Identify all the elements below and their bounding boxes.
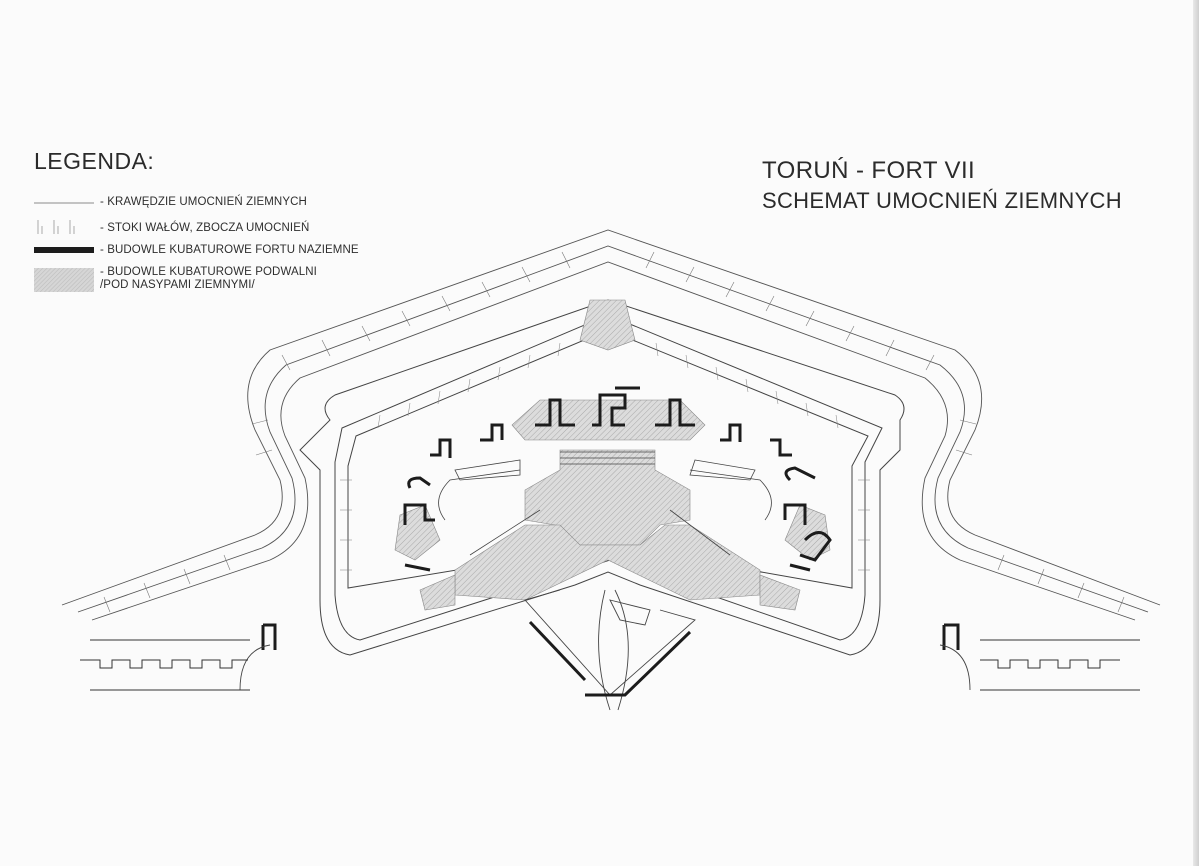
legend-item-aboveground-buildings: - BUDOWLE KUBATUROWE FORTU NAZIEMNE (34, 242, 454, 268)
page-edge-shadow (1193, 0, 1199, 866)
legend-label: - BUDOWLE KUBATUROWE PODWALNI /POD NASYP… (100, 266, 317, 291)
ditch-outline (299, 299, 905, 656)
rampart-slope-ticks (340, 342, 870, 571)
legend-label: - STOKI WAŁÓW, ZBOCZA UMOCNIEŃ (100, 222, 310, 234)
title-block: TORUŃ - FORT VII SCHEMAT UMOCNIEŃ ZIEMNY… (762, 157, 1122, 214)
legend-item-underground-buildings: - BUDOWLE KUBATUROWE PODWALNI /POD NASYP… (34, 266, 454, 300)
legend-title: LEGENDA: (34, 148, 155, 174)
legend-item-earthwork-edges: - KRAWĘDZIE UMOCNIEŃ ZIEMNYCH (34, 194, 454, 220)
legend-label: - KRAWĘDZIE UMOCNIEŃ ZIEMNYCH (100, 196, 307, 208)
drawing-subtitle: SCHEMAT UMOCNIEŃ ZIEMNYCH (762, 188, 1122, 213)
glacis-slope-ticks (103, 251, 1125, 613)
drawing-title: TORUŃ - FORT VII (762, 157, 976, 184)
gorge-entrance (239, 589, 971, 711)
legend-label: - BUDOWLE KUBATUROWE FORTU NAZIEMNE (100, 244, 359, 256)
underground-casemates (394, 299, 831, 611)
central-redoubt (438, 451, 772, 556)
thick-bar-icon (34, 247, 94, 253)
outer-glacis (61, 229, 1161, 621)
hatched-area-icon (34, 268, 94, 292)
legend-item-slopes: - STOKI WAŁÓW, ZBOCZA UMOCNIEŃ (34, 218, 454, 244)
aboveground-structures (261, 386, 960, 650)
slope-ticks-icon (37, 220, 75, 234)
gorge-walls (528, 620, 692, 697)
side-walls (80, 639, 1140, 691)
thin-line-icon (34, 202, 94, 204)
